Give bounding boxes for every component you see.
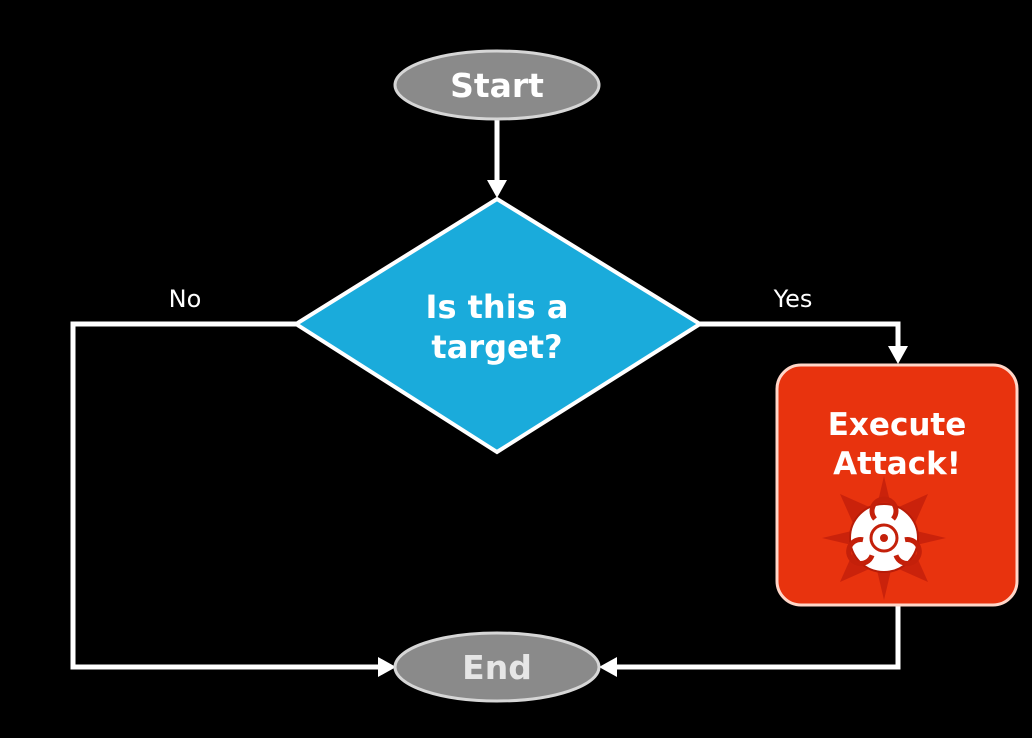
end-ellipse — [393, 631, 601, 703]
connector-no-path — [70, 321, 380, 670]
edge-label-no: No — [169, 285, 202, 313]
decision-label-line1: Is this a — [426, 288, 569, 326]
decision-label-line2: target? — [431, 328, 562, 366]
arrowhead-into-decision — [487, 180, 507, 198]
edge-label-yes: Yes — [773, 285, 813, 313]
connectors — [70, 118, 908, 677]
decision-node: Is this a target? — [292, 196, 704, 455]
start-label: Start — [450, 66, 544, 105]
start-ellipse — [393, 49, 601, 121]
process-node: Execute Attack! — [775, 363, 1019, 607]
arrowhead-process-into-end — [599, 657, 617, 677]
process-box — [775, 363, 1019, 607]
process-label-line1: Execute — [828, 407, 967, 443]
start-node: Start — [393, 49, 601, 121]
biohazard-icon — [822, 476, 946, 600]
connector-yes-path — [700, 321, 901, 348]
end-label: End — [462, 648, 532, 687]
process-label-line2: Attack! — [833, 446, 961, 482]
decision-diamond — [292, 196, 704, 455]
arrowhead-yes-into-process — [888, 346, 908, 364]
end-node: End — [393, 631, 601, 703]
arrowhead-no-into-end — [378, 657, 396, 677]
connector-process-to-end — [615, 604, 901, 670]
